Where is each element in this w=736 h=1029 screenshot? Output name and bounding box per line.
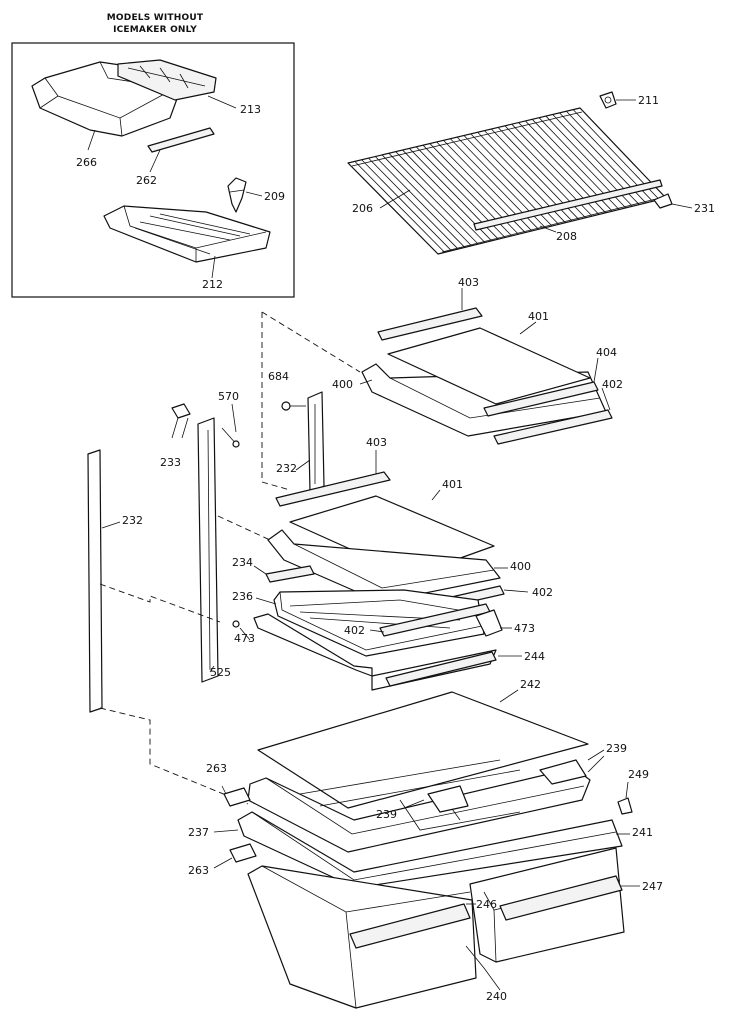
label-263-lower: 263 bbox=[188, 864, 209, 877]
label-236: 236 bbox=[232, 590, 253, 603]
label-232-left: 232 bbox=[122, 514, 143, 527]
screw-570 bbox=[221, 427, 240, 448]
inset-border bbox=[11, 42, 295, 298]
trim-402-upper bbox=[493, 409, 613, 445]
label-239-center: 239 bbox=[376, 808, 397, 821]
label-242: 242 bbox=[520, 678, 541, 691]
label-241-right: 241 bbox=[632, 826, 653, 839]
slide-239-center bbox=[427, 785, 469, 813]
label-209: 209 bbox=[264, 190, 285, 203]
label-402-middle: 402 bbox=[532, 586, 553, 599]
shelf-wire bbox=[354, 161, 445, 253]
label-247: 247 bbox=[642, 880, 663, 893]
rail-208 bbox=[473, 179, 663, 231]
slide-rail-473-right bbox=[475, 609, 503, 637]
label-402-upper: 402 bbox=[602, 378, 623, 391]
ladder-232-far-left bbox=[87, 449, 103, 713]
label-570: 570 bbox=[218, 390, 239, 403]
trim-234 bbox=[265, 565, 315, 583]
trim-403-upper bbox=[377, 307, 483, 341]
crisper-frame bbox=[247, 759, 591, 853]
label-401-upper: 401 bbox=[528, 310, 549, 323]
label-684: 684 bbox=[268, 370, 289, 383]
clip-263-lower bbox=[229, 843, 257, 863]
trim-403-middle bbox=[275, 471, 391, 507]
support-237 bbox=[237, 811, 623, 889]
label-404: 404 bbox=[596, 346, 617, 359]
clip-249 bbox=[617, 797, 633, 815]
label-403-middle: 403 bbox=[366, 436, 387, 449]
trim-404 bbox=[483, 381, 599, 417]
label-246: 246 bbox=[476, 898, 497, 911]
cap-233 bbox=[171, 403, 191, 419]
label-403-upper: 403 bbox=[458, 276, 479, 289]
clip-263-upper bbox=[223, 787, 251, 807]
inset-title-line1: MODELS WITHOUT bbox=[107, 13, 204, 23]
shelf-wire bbox=[381, 154, 472, 247]
label-239-right: 239 bbox=[606, 742, 627, 755]
shelf-wire bbox=[361, 159, 452, 251]
label-240: 240 bbox=[486, 990, 507, 1003]
glass-401-upper bbox=[387, 327, 591, 405]
label-233: 233 bbox=[160, 456, 181, 469]
glass-242 bbox=[257, 691, 589, 809]
screw-473-left bbox=[232, 620, 240, 628]
label-237: 237 bbox=[188, 826, 209, 839]
ladder-232-right bbox=[307, 391, 325, 493]
label-232-right: 232 bbox=[276, 462, 297, 475]
label-525: 525 bbox=[210, 666, 231, 679]
label-473-right: 473 bbox=[514, 622, 535, 635]
label-211: 211 bbox=[638, 94, 659, 107]
drawer-handle-246 bbox=[349, 903, 471, 949]
rail-262 bbox=[147, 127, 215, 153]
ice-bin-cover-213 bbox=[117, 59, 217, 101]
shelf-wire bbox=[368, 157, 459, 250]
label-208: 208 bbox=[556, 230, 577, 243]
ladder-rail-left bbox=[197, 417, 219, 683]
label-244: 244 bbox=[524, 650, 545, 663]
label-213: 213 bbox=[240, 103, 261, 116]
label-400-upper: 400 bbox=[332, 378, 353, 391]
label-401-middle: 401 bbox=[442, 478, 463, 491]
label-249: 249 bbox=[628, 768, 649, 781]
slide-239-right bbox=[539, 759, 587, 785]
screw-684 bbox=[281, 401, 306, 411]
wire-shelf-206 bbox=[347, 107, 669, 255]
label-473-left: 473 bbox=[234, 632, 255, 645]
label-266: 266 bbox=[76, 156, 97, 169]
label-400-middle: 400 bbox=[510, 560, 531, 573]
label-231: 231 bbox=[694, 202, 715, 215]
inset-box: MODELS WITHOUT ICEMAKER ONLY bbox=[11, 13, 295, 298]
label-263-upper: 263 bbox=[206, 762, 227, 775]
shelf-wire bbox=[395, 151, 486, 243]
shelf-wire bbox=[375, 156, 466, 248]
drawer-handle-247 bbox=[499, 875, 623, 921]
shelf-212 bbox=[103, 205, 271, 263]
shelf-frame-400-middle bbox=[267, 529, 501, 603]
label-234: 234 bbox=[232, 556, 253, 569]
bracket-209 bbox=[227, 177, 247, 213]
shelf-wire bbox=[388, 153, 479, 245]
inset-title-line2: ICEMAKER ONLY bbox=[113, 25, 197, 35]
label-262: 262 bbox=[136, 174, 157, 187]
trim-244 bbox=[385, 651, 497, 687]
label-212: 212 bbox=[202, 278, 223, 291]
clip-211 bbox=[599, 91, 617, 109]
label-402-lower: 402 bbox=[344, 624, 365, 637]
label-206: 206 bbox=[352, 202, 373, 215]
